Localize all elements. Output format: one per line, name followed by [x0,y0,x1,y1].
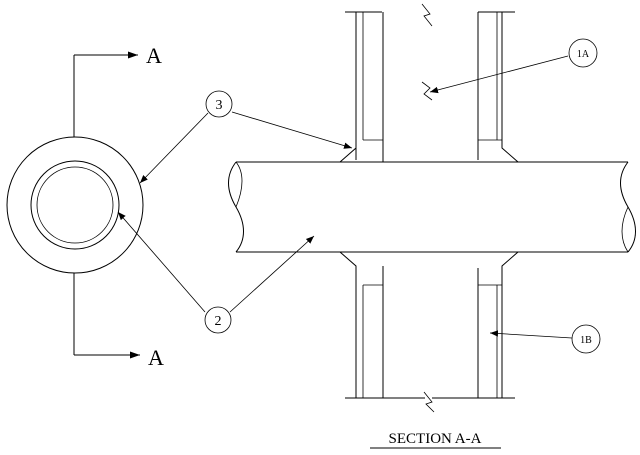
section-cut-line-bottom [73,273,140,359]
svg-text:3: 3 [216,98,223,113]
callout-3: 3 [205,90,233,118]
pipe-end-view [6,136,144,274]
section-mark-bottom: A [148,345,164,370]
leader-2 [117,211,315,313]
callout-1b: 1B [571,324,601,354]
section-caption: SECTION A-A [389,431,482,447]
lower-wall [339,251,519,413]
svg-text:1A: 1A [577,49,590,60]
svg-text:1B: 1B [580,335,592,346]
leader-3 [139,111,353,184]
callout-1a: 1A [568,38,598,68]
section-mark-top: A [146,43,162,68]
leader-1b [489,330,573,339]
upper-wall [339,3,519,163]
leader-1a [421,55,569,101]
section-cut-line-top [73,51,138,137]
callout-2: 2 [204,306,232,334]
pipe-section [228,161,636,253]
svg-text:2: 2 [215,314,222,329]
